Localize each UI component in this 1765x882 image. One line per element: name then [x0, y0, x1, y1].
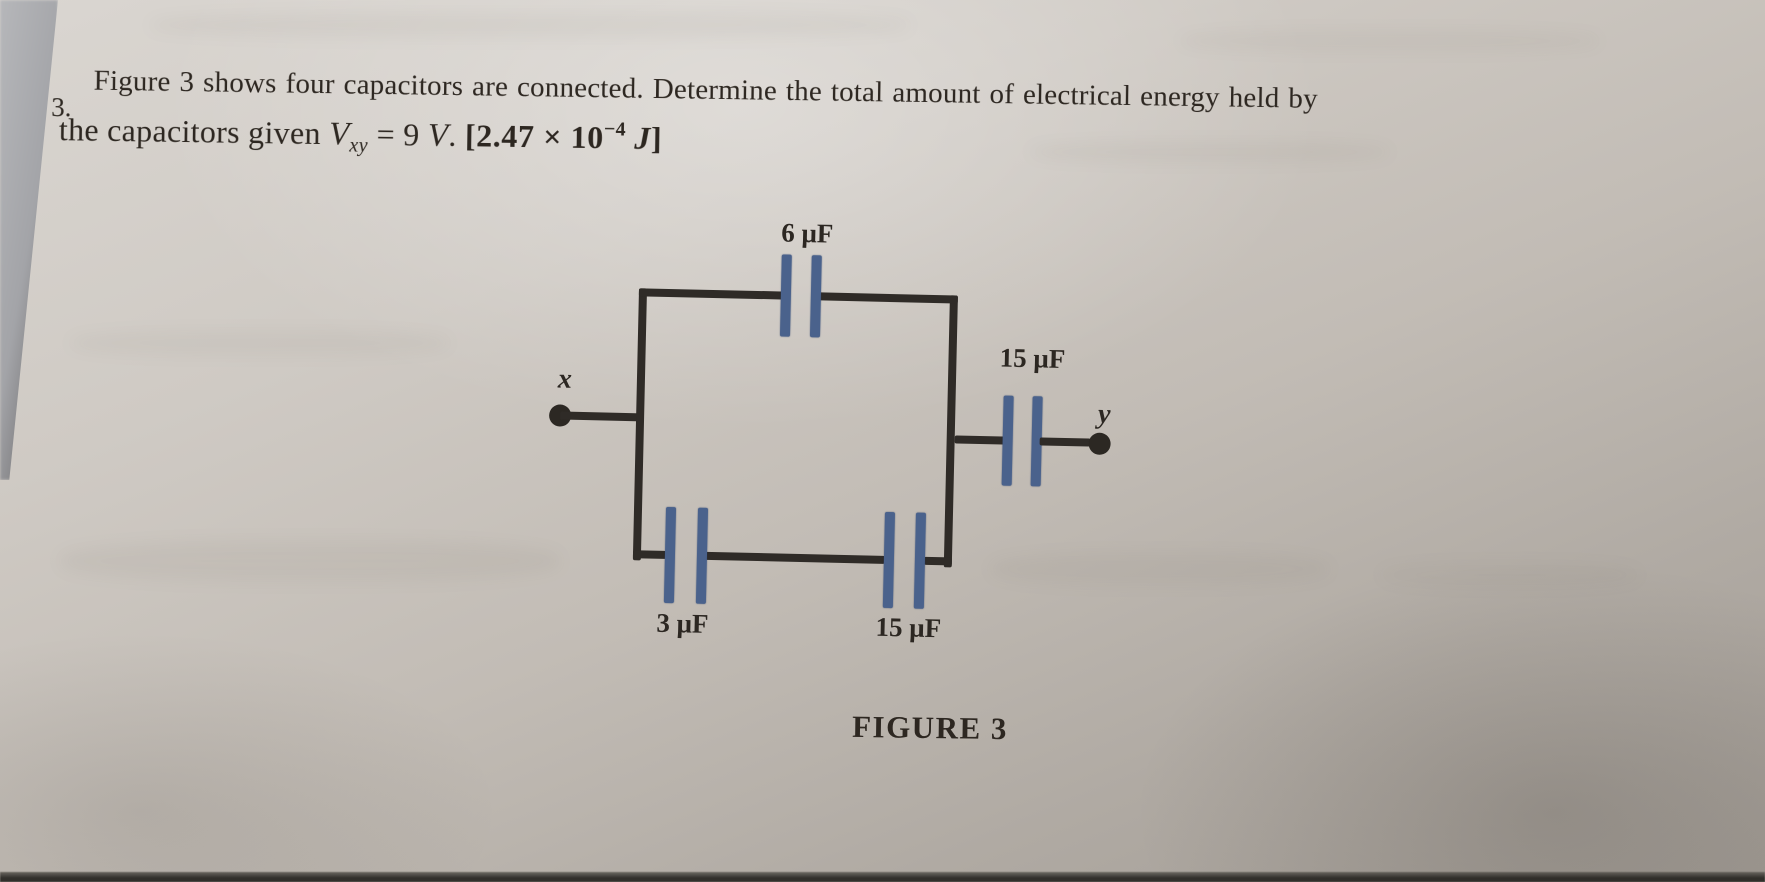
show-through-smudge	[150, 12, 910, 38]
show-through-smudge	[60, 540, 560, 582]
answer-bracket-close: ]	[650, 119, 663, 157]
capacitor-top-label: 6 μF	[780, 217, 834, 249]
question-line2: the capacitors given Vxy = 9 V. [2.47 × …	[59, 110, 663, 162]
question-line2-prefix: the capacitors given	[58, 111, 330, 152]
capacitor-top-plate-left	[779, 254, 792, 337]
formula-voltage-subscript: xy	[349, 134, 369, 157]
wire-bottom-segment-2	[703, 551, 886, 564]
formula-equals-value: = 9	[368, 115, 429, 153]
answer-joule-unit: J	[625, 119, 652, 156]
answer-exponent: −4	[603, 118, 627, 141]
wire-right-branch-2	[1039, 437, 1091, 447]
capacitor-bottom-left-plate-right	[695, 507, 709, 604]
capacitor-right-plate-left	[1001, 395, 1014, 486]
capacitor-bottom-left-label: 3 μF	[656, 607, 709, 639]
capacitor-right-label: 15 μF	[999, 342, 1066, 374]
show-through-smudge	[1030, 142, 1390, 162]
formula-volt-unit: V	[427, 117, 449, 154]
question-block: 3. Figure 3 shows four capacitors are co…	[48, 56, 1610, 219]
wire-right-vertical	[943, 295, 958, 568]
capacitor-bottom-right-plate-right	[913, 512, 927, 609]
node-y-label: y	[1097, 398, 1111, 430]
wire-top-right-segment	[818, 292, 958, 304]
capacitor-bottom-left-plate-left	[663, 506, 677, 604]
answer-bracket-base: [2.47 × 10	[464, 117, 605, 156]
show-through-smudge	[990, 552, 1330, 586]
question-line1: Figure 3 shows four capacitors are conne…	[93, 64, 1319, 115]
show-through-smudge	[70, 330, 450, 356]
capacitor-circuit-diagram: x 6 μF 15 μF y 3 μF 15 μF	[530, 200, 1180, 664]
wire-bottom-segment-1	[632, 550, 667, 559]
wire-bottom-segment-3	[923, 556, 952, 566]
capacitor-bottom-right-label: 15 μF	[875, 611, 942, 644]
desk-edge-strip	[0, 872, 1765, 882]
wire-left-vertical	[632, 288, 648, 561]
figure-caption: FIGURE 3	[851, 708, 1009, 747]
show-through-smudge	[1380, 562, 1640, 588]
wire-top-left-segment	[638, 288, 783, 300]
capacitor-top-plate-right	[809, 255, 822, 338]
capacitor-bottom-right-plate-left	[882, 511, 896, 609]
show-through-smudge	[1180, 30, 1600, 52]
node-x-label: x	[557, 363, 573, 395]
wire-node-x	[560, 411, 642, 422]
node-y-terminal	[1088, 432, 1111, 456]
formula-period: .	[448, 116, 466, 154]
wire-right-branch-1	[954, 435, 1005, 445]
formula-voltage-symbol: V	[328, 116, 350, 153]
